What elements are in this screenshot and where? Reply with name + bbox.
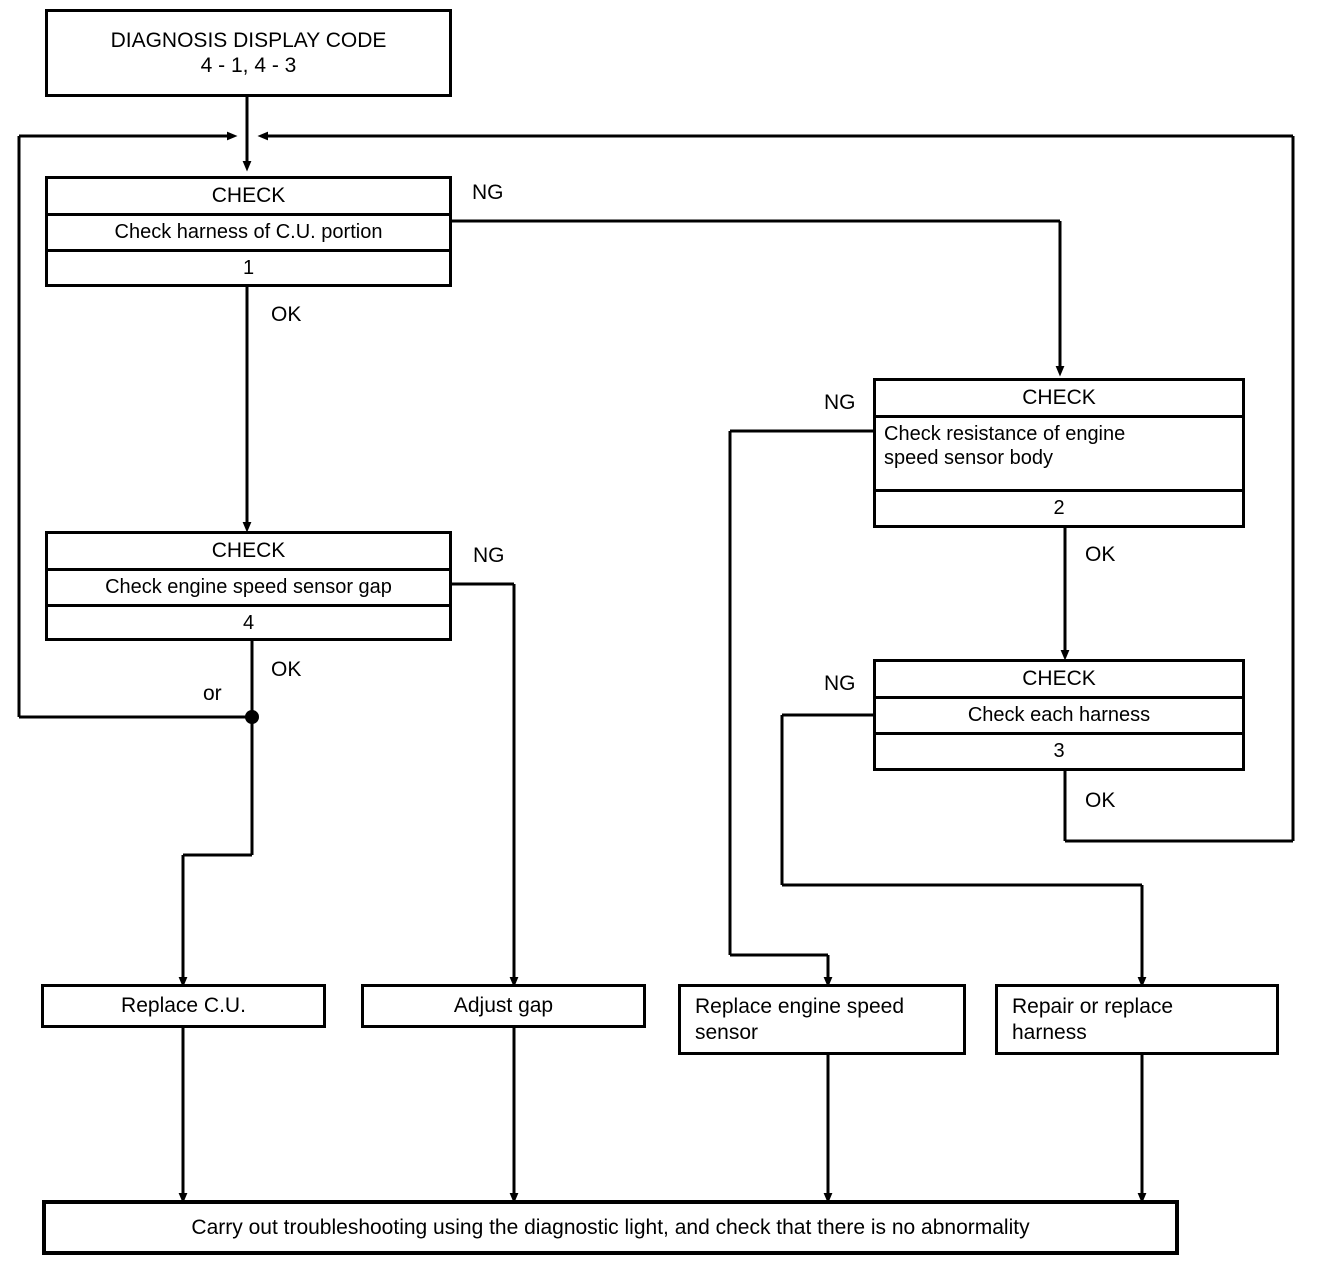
check-4-body: Check engine speed sensor gap xyxy=(48,571,449,608)
action-box-repair-harness: Repair or replace harness xyxy=(995,984,1279,1055)
check-box-2: CHECK Check resistance of engine speed s… xyxy=(873,378,1245,528)
edge-label-check4-or: or xyxy=(203,682,222,705)
check-3-head: CHECK xyxy=(876,662,1242,700)
check-2-body: Check resistance of engine speed sensor … xyxy=(876,418,1242,492)
action-box-adjust-gap: Adjust gap xyxy=(361,984,646,1028)
edge-label-check3-ng: NG xyxy=(824,672,856,695)
check-1-head: CHECK xyxy=(48,179,449,217)
junction-dot xyxy=(245,710,259,724)
check-2-body-line1: Check resistance of engine xyxy=(884,423,1126,446)
edge-label-check4-ng: NG xyxy=(473,544,505,567)
action-repair-harness-line1: Repair or replace xyxy=(1012,995,1174,1019)
final-troubleshooting-box: Carry out troubleshooting using the diag… xyxy=(42,1200,1179,1255)
edge-label-check1-ng: NG xyxy=(472,181,504,204)
check-1-number: 1 xyxy=(242,257,255,280)
check-2-body-line2: speed sensor body xyxy=(884,447,1054,470)
check-3-body: Check each harness xyxy=(876,699,1242,736)
edge-label-check4-ok: OK xyxy=(271,658,302,681)
action-replace-sensor-line2: sensor xyxy=(695,1020,759,1044)
check-2-number: 2 xyxy=(1053,497,1065,519)
edge-label-check3-ok: OK xyxy=(1085,789,1116,812)
action-adjust-gap-label: Adjust gap xyxy=(453,994,554,1018)
check-box-1: CHECK Check harness of C.U. portion 1 xyxy=(45,176,452,287)
check-4-number: 4 xyxy=(242,612,255,635)
action-box-replace-sensor: Replace engine speed sensor xyxy=(678,984,966,1055)
check-1-body: Check harness of C.U. portion xyxy=(48,216,449,253)
check-box-3: CHECK Check each harness 3 xyxy=(873,659,1245,771)
edge-label-check2-ok: OK xyxy=(1085,543,1116,566)
edge-label-check2-ng: NG xyxy=(824,391,856,414)
action-box-replace-cu: Replace C.U. xyxy=(41,984,326,1028)
check-3-number: 3 xyxy=(1053,740,1065,763)
edge-label-check1-ok: OK xyxy=(271,303,302,326)
action-repair-harness-line2: harness xyxy=(1012,1020,1087,1044)
diagnosis-code-title: DIAGNOSIS DISPLAY CODE xyxy=(110,28,387,52)
check-4-head: CHECK xyxy=(48,534,449,572)
diagnosis-display-code-box: DIAGNOSIS DISPLAY CODE 4 - 1, 4 - 3 xyxy=(45,9,452,97)
final-troubleshooting-label: Carry out troubleshooting using the diag… xyxy=(191,1215,1030,1239)
action-replace-sensor-line1: Replace engine speed xyxy=(695,995,904,1019)
check-box-4: CHECK Check engine speed sensor gap 4 xyxy=(45,531,452,641)
check-2-head: CHECK xyxy=(876,381,1242,419)
action-replace-cu-label: Replace C.U. xyxy=(121,994,246,1018)
diagnosis-code-value: 4 - 1, 4 - 3 xyxy=(200,54,297,77)
